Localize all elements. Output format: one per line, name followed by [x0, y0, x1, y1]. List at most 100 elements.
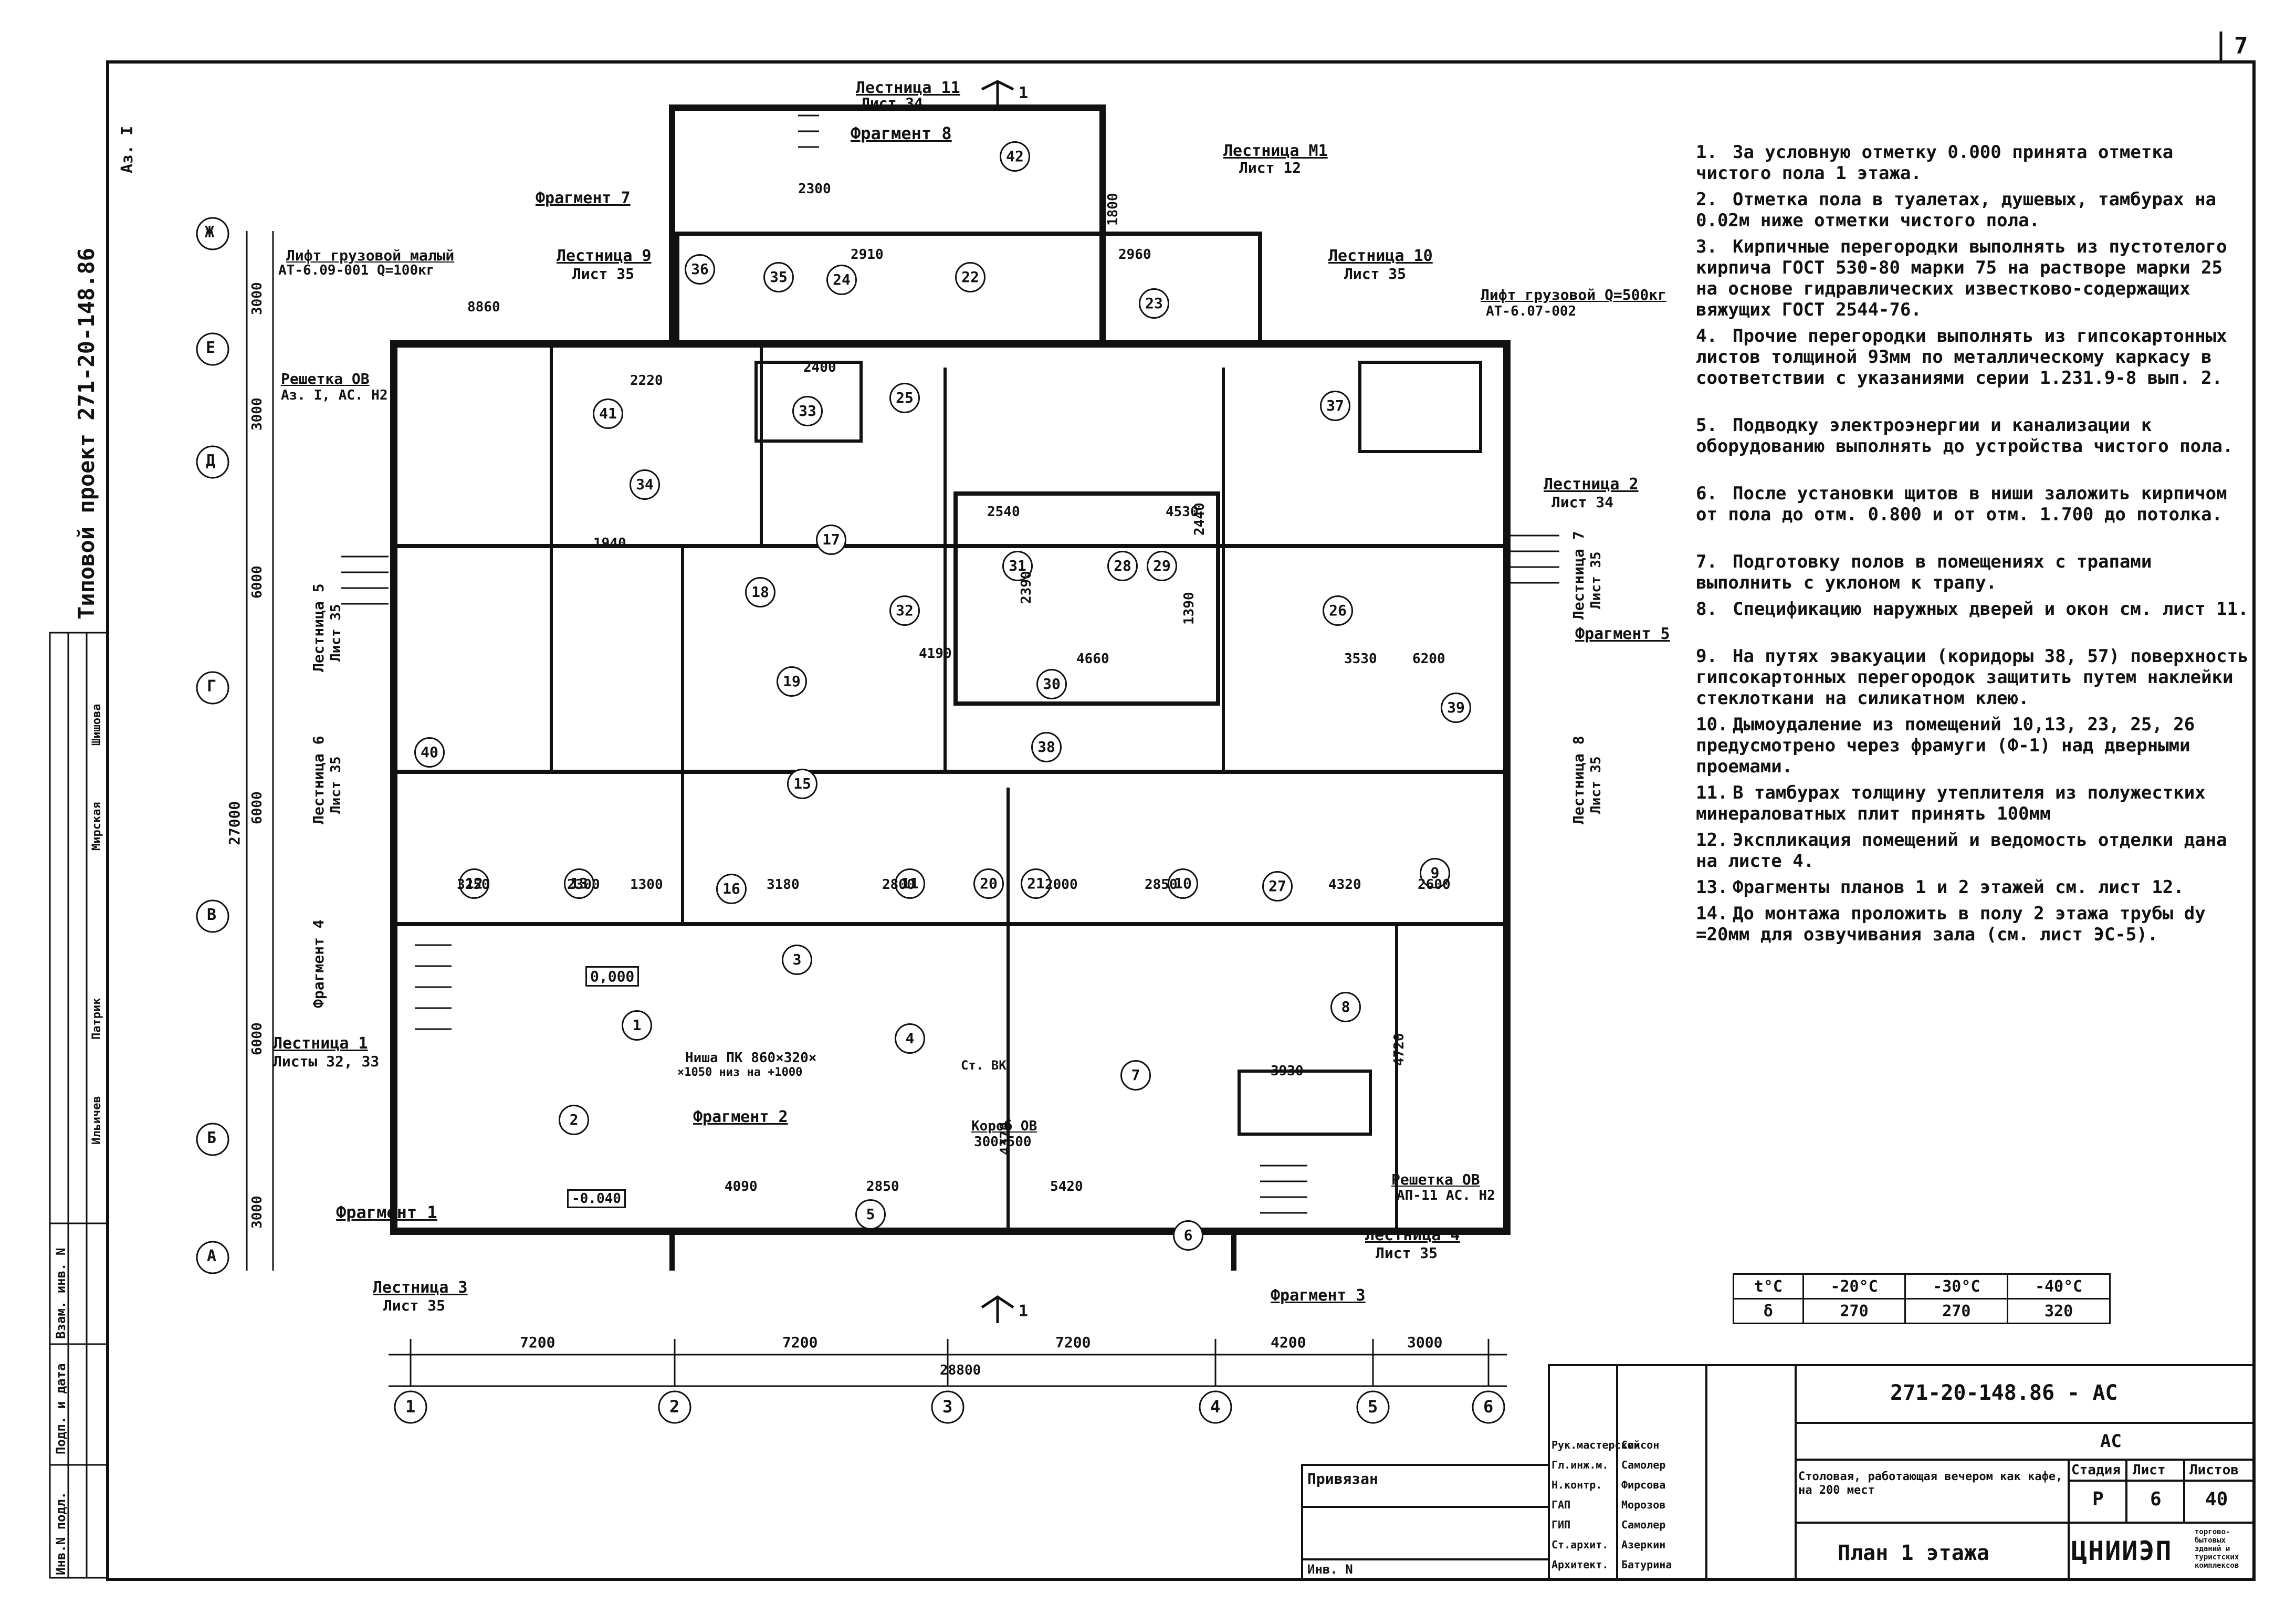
person-name: Морозов	[1621, 1498, 1666, 1511]
person-name: Сиксон	[1621, 1439, 1660, 1451]
table-header-cell: -20°C	[1802, 1273, 1906, 1299]
dim-plan: 4660	[1076, 651, 1109, 667]
room-number: 31	[1002, 551, 1033, 581]
room-number: 24	[826, 265, 857, 295]
stair-4-sheet: Лист 35	[1376, 1244, 1438, 1262]
niche-pk: Ниша ПК 860×320×	[685, 1050, 817, 1066]
person-name: Самолер	[1621, 1518, 1666, 1531]
stair-9-label: Лестница 9	[557, 247, 652, 265]
stair-2-sheet: Лист 34	[1551, 494, 1614, 511]
room-number: 42	[1000, 141, 1030, 172]
org-name: ЦНИИЭП	[2071, 1536, 2173, 1566]
stair-7-label: Лестница 7	[1570, 531, 1587, 620]
dim-plan: 2540	[987, 504, 1020, 520]
room-number: 36	[685, 254, 715, 285]
axis-label-zh: Ж	[205, 223, 215, 242]
room-number: 25	[889, 383, 920, 413]
note-item: 5.Подводку электроэнергии и канализации …	[1696, 415, 2252, 457]
note-number: 7.	[1696, 551, 1717, 572]
dim-left-5: 6000	[249, 1022, 265, 1055]
dim-plan: 2850	[1145, 877, 1178, 893]
fragment-8-label: Фрагмент 8	[851, 123, 952, 143]
note-number: 6.	[1696, 483, 1717, 504]
dim-plan-v: 2390	[1019, 571, 1034, 604]
note-text: В тамбурах толщину утеплителя из полужес…	[1696, 782, 2206, 824]
note-item: 2.Отметка пола в туалетах, душевых, тамб…	[1696, 189, 2252, 231]
room-number: 8	[1330, 992, 1361, 1022]
dim-plan: 4320	[1328, 877, 1361, 893]
dim-plan: 1300	[630, 877, 663, 893]
dim-bottom-5: 3000	[1407, 1334, 1443, 1351]
stair-3-sheet: Лист 35	[383, 1297, 446, 1314]
dim-plan: 2910	[851, 247, 884, 263]
dim-plan: 3930	[1271, 1063, 1304, 1079]
dim-plan: 3250	[457, 877, 490, 893]
object-description: Столовая, работающая вечером как кафе, н…	[1798, 1470, 2063, 1497]
org-sub: торгово-бытовых зданий и туристских комп…	[2195, 1528, 2239, 1570]
note-number: 9.	[1696, 646, 1717, 667]
room-number: 29	[1147, 551, 1177, 581]
room-number: 22	[955, 262, 986, 292]
axis-label-6: 6	[1483, 1397, 1494, 1417]
fragment-7-label: Фрагмент 7	[536, 189, 631, 207]
note-text: Отметка пола в туалетах, душевых, тамбур…	[1696, 189, 2217, 231]
room-number: 26	[1323, 595, 1353, 626]
approval-name-3: Патрик	[90, 998, 103, 1040]
stair-hatch	[341, 114, 1559, 1214]
room-number: 5	[855, 1199, 886, 1230]
room-number: 28	[1107, 551, 1138, 581]
stair-2-label: Лестница 2	[1544, 475, 1639, 494]
dim-plan: 4190	[919, 646, 952, 662]
room-number: 17	[816, 525, 846, 555]
dim-plan: 2300	[798, 181, 831, 197]
inv-label-2: Подп. и дата	[54, 1363, 68, 1454]
stair-5-sheet: Лист 35	[328, 604, 344, 662]
stage-value: Р	[2092, 1489, 2104, 1510]
room-number: 2	[559, 1105, 589, 1135]
stair-8-sheet: Лист 35	[1588, 756, 1604, 814]
note-number: 12.	[1696, 830, 1728, 851]
stair-6-label: Лестница 6	[310, 736, 327, 824]
dim-plan: 2960	[1118, 247, 1151, 263]
note-number: 1.	[1696, 142, 1717, 163]
note-item: 12.Экспликация помещений и ведомость отд…	[1696, 830, 2252, 872]
note-number: 3.	[1696, 236, 1717, 257]
sheet-value: 6	[2150, 1489, 2162, 1510]
note-number: 10.	[1696, 714, 1728, 735]
person-name: Батурина	[1621, 1558, 1672, 1571]
note-text: Кирпичные перегородки выполнять из пусто…	[1696, 236, 2227, 320]
role-label: Рук.мастерской	[1551, 1439, 1640, 1451]
room-number: 23	[1139, 288, 1169, 319]
person-name: Фирсова	[1621, 1479, 1666, 1491]
role-label: ГАП	[1551, 1498, 1571, 1511]
room-number: 30	[1036, 669, 1067, 699]
stair-4-label: Лестница 4	[1365, 1226, 1460, 1244]
note-text: До монтажа проложить в полу 2 этажа труб…	[1696, 903, 2206, 945]
note-text: Фрагменты планов 1 и 2 этажей см. лист 1…	[1733, 877, 2184, 898]
table-cell: 270	[1802, 1298, 1906, 1324]
note-text: На путях эвакуации (коридоры 38, 57) пов…	[1696, 646, 2249, 709]
approval-name-2: Мирская	[90, 802, 103, 851]
inv-label-1: Инв.N подл.	[54, 1492, 68, 1575]
project-code: Типовой проект 271-20-148.86	[74, 247, 99, 620]
note-item: 4.Прочие перегородки выполнять из гипсок…	[1696, 326, 2252, 389]
grille-ov-2-code: АП-11 АС. Н2	[1397, 1188, 1495, 1203]
fragment-3-label: Фрагмент 3	[1271, 1286, 1366, 1305]
dim-plan: 2220	[630, 373, 663, 389]
table-cell: δ	[1733, 1298, 1804, 1324]
axis-label-v: В	[207, 906, 217, 924]
dim-bottom-3: 7200	[1055, 1334, 1091, 1351]
axis-label-5: 5	[1368, 1397, 1378, 1417]
dim-plan: 5420	[1050, 1179, 1083, 1194]
room-number: 13	[564, 868, 594, 899]
note-text: Дымоудаление из помещений 10,13, 23, 25,…	[1696, 714, 2195, 777]
axis-label-a: А	[207, 1247, 217, 1265]
room-number: 1	[622, 1010, 652, 1041]
room-number: 6	[1173, 1220, 1203, 1251]
insulation-thickness-table: t°C -20°C -30°C -40°C δ 270 270 320	[1733, 1273, 2111, 1324]
axis-label-2: 2	[669, 1397, 680, 1417]
room-number: 35	[763, 262, 794, 292]
grid-axes-horizontal	[196, 217, 274, 1274]
stair-11-label: Лестница 11	[856, 79, 960, 97]
